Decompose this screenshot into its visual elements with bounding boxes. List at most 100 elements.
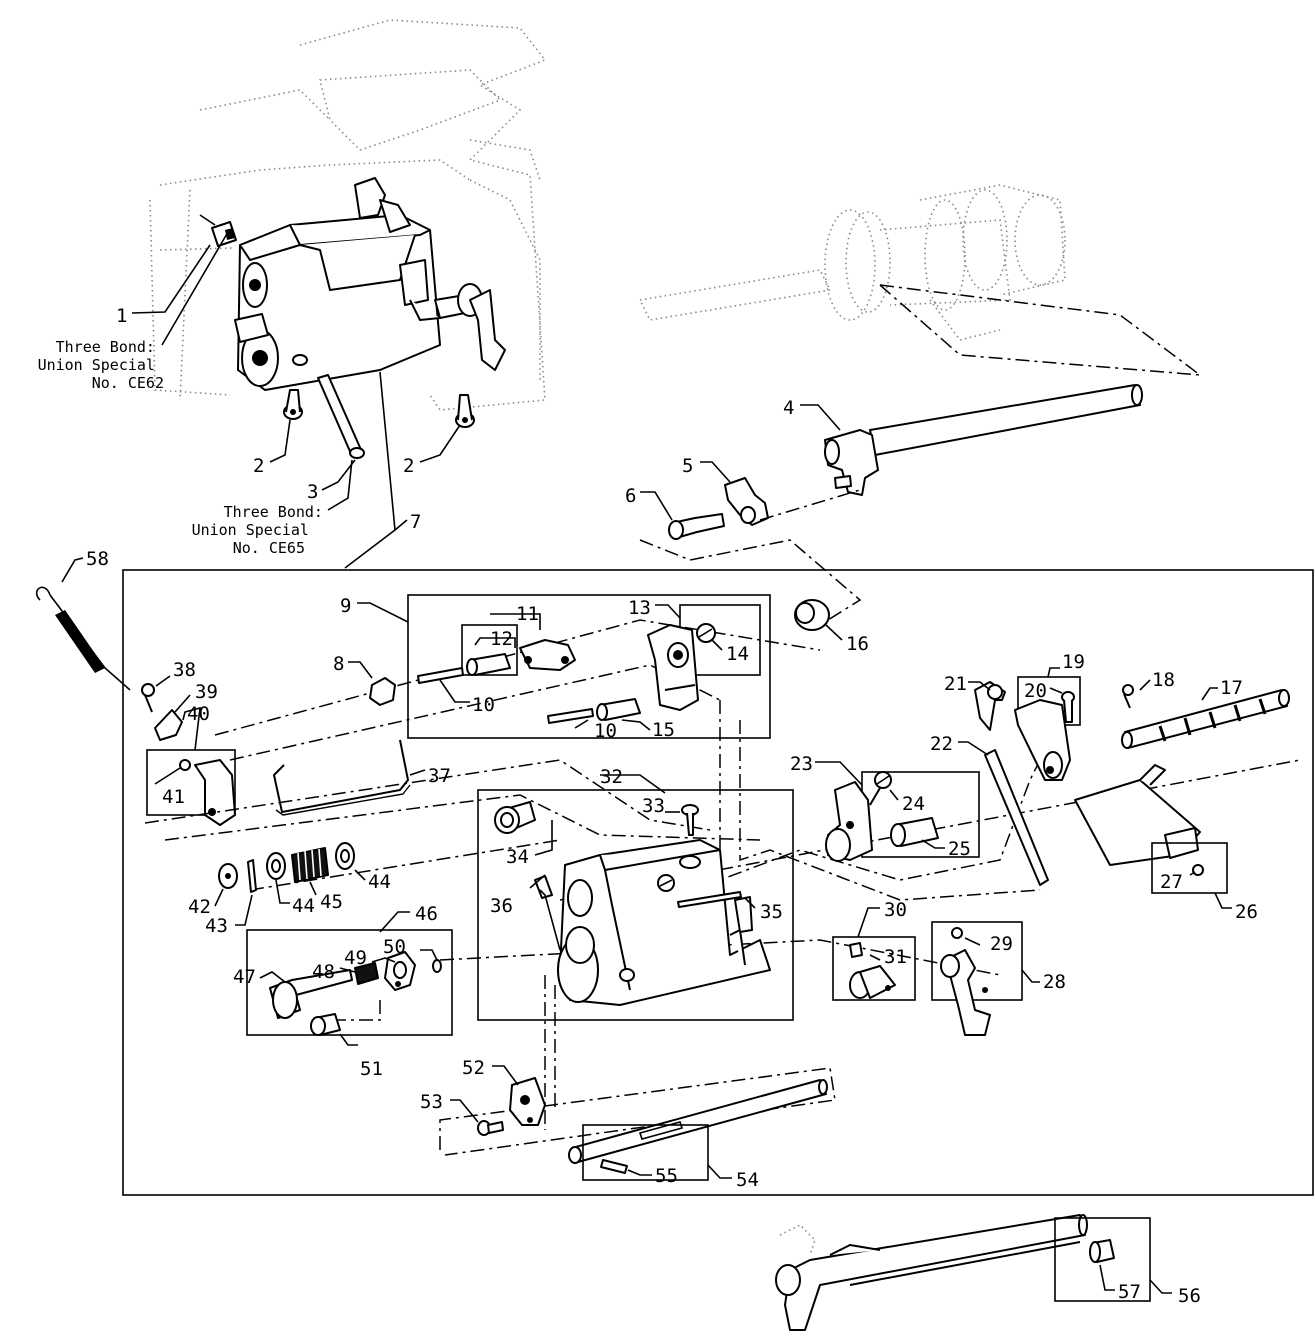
part-27-screw: [1192, 864, 1204, 876]
part-label-29: 29: [990, 933, 1013, 955]
box-40: [146, 749, 236, 816]
leader-40: [182, 706, 201, 751]
leader-23: [815, 761, 863, 786]
part-20-screw: [1061, 691, 1075, 723]
part-44-washer-right: [335, 842, 355, 870]
note-line: Three Bond:: [56, 338, 155, 356]
part-8-nut: [369, 677, 396, 706]
leader-52: [492, 1065, 519, 1086]
part-45-spring: [291, 847, 329, 883]
part-15-sleeve: [596, 698, 641, 721]
part-label-33: 33: [642, 795, 665, 817]
leader-41: [154, 767, 181, 785]
leader-18: [1139, 679, 1151, 691]
housing-assembly-frame: [122, 569, 1314, 1196]
leader-36: [529, 874, 546, 889]
part-label-10: 10: [472, 694, 495, 716]
leader-44a: [275, 879, 290, 904]
leader-10b: [574, 719, 589, 729]
leader-8: [348, 661, 373, 679]
box-56: [1054, 1217, 1151, 1302]
leader-15: [621, 719, 651, 731]
part-label-16: 16: [846, 633, 869, 655]
leader-4: [800, 404, 841, 431]
leader-13: [655, 604, 681, 619]
part-26-cover: [1074, 764, 1201, 866]
leader-31: [869, 954, 881, 961]
leader-2b: [419, 424, 461, 463]
part-10-pin-lower: [547, 708, 594, 724]
part-label-23: 23: [790, 753, 813, 775]
leader-17: [1201, 687, 1218, 701]
part-label-6: 6: [625, 485, 636, 507]
part-label-28: 28: [1043, 971, 1066, 993]
leader-27: [1189, 871, 1196, 876]
leader-24: [889, 789, 899, 801]
part-17-worm-shaft: [1121, 689, 1290, 749]
leader-10a: [439, 679, 470, 703]
part-label-15: 15: [652, 719, 675, 741]
part-38-screw: [141, 683, 155, 713]
box-54: [582, 1124, 709, 1181]
leader-3: [321, 459, 356, 491]
part-51-screw: [310, 1013, 341, 1036]
part-29-screw: [951, 927, 963, 939]
leader-16: [825, 624, 843, 641]
part-24-screw: [869, 771, 892, 806]
leader-note-1: [161, 231, 229, 346]
box-11: [461, 624, 518, 676]
leader-50: [420, 949, 438, 961]
dash-upper-2: [229, 664, 721, 761]
part-label-34: 34: [506, 846, 529, 868]
note-line: Three Bond:: [224, 503, 323, 521]
sealant-note-middle: Three Bond: Union Special No. CE65: [192, 503, 332, 557]
part-label-47: 47: [233, 966, 256, 988]
dash-lower-1: [144, 759, 711, 831]
part-label-40: 40: [187, 703, 210, 725]
leader-22: [958, 741, 989, 756]
note-line: No. CE65: [233, 539, 305, 557]
part-label-17: 17: [1220, 677, 1243, 699]
part-label-18: 18: [1152, 669, 1175, 691]
part-52-cam: [509, 1077, 546, 1126]
part-34-bushing: [494, 801, 536, 834]
part-53-screw: [477, 1120, 504, 1136]
part-40-lever: [194, 759, 236, 826]
part-54-shaft: [568, 1079, 828, 1164]
main-shaft-outline: [638, 184, 1066, 341]
part-44-washer-left: [266, 852, 286, 880]
part-label-1: 1: [116, 305, 127, 327]
part-label-14: 14: [726, 643, 749, 665]
leader-51: [339, 1033, 358, 1046]
part-label-2: 2: [253, 455, 264, 477]
leader-46: [379, 911, 410, 933]
part-14-screw: [696, 623, 716, 643]
part-label-54: 54: [736, 1169, 759, 1191]
leader-2a: [269, 419, 291, 463]
part-label-4: 4: [783, 397, 794, 419]
part-label-22: 22: [930, 733, 953, 755]
part-5-link: [724, 477, 769, 526]
part-1-pin: [199, 214, 237, 247]
dash-axis-shaft: [559, 759, 1301, 901]
part-36-pin: [534, 875, 553, 899]
part-35-pin: [677, 891, 742, 908]
part-25-sleeve: [890, 817, 939, 847]
leader-7a: [379, 371, 396, 531]
leader-30: [857, 907, 880, 938]
part-48-spring: [354, 962, 379, 985]
dash-6-16: [639, 539, 862, 626]
part-label-19: 19: [1062, 651, 1085, 673]
leader-44b: [354, 869, 366, 881]
machine-body-outline: [149, 19, 547, 411]
box-46: [246, 929, 453, 1036]
box-32: [477, 789, 794, 1021]
leader-42: [214, 888, 224, 907]
part-label-49: 49: [344, 947, 367, 969]
part-label-10: 10: [594, 720, 617, 742]
part-30-collar: [849, 965, 896, 999]
part-56-shaft: [775, 1214, 1088, 1331]
part-label-43: 43: [205, 915, 228, 937]
shaft-assembly-path: [877, 283, 1203, 376]
